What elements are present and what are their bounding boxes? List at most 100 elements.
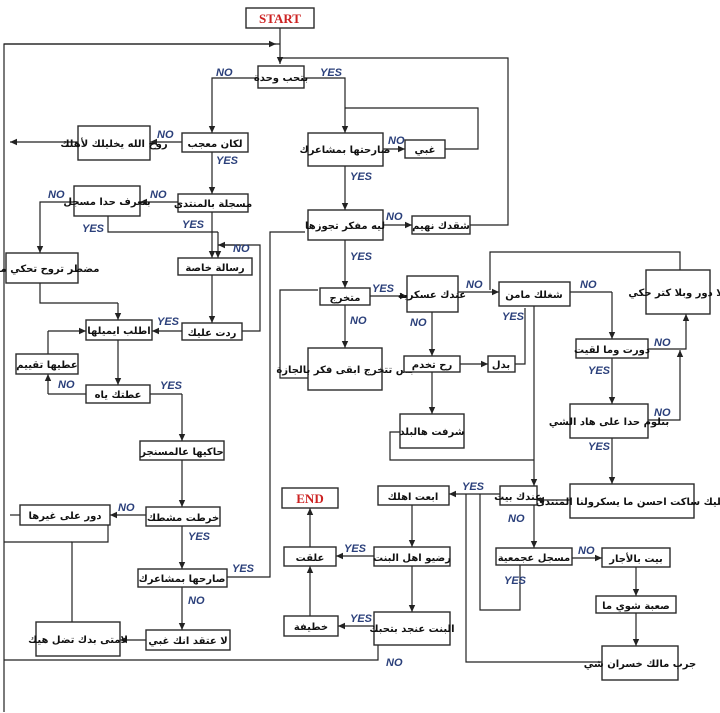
- node-no-role: يلا دور وبلا كتر حكي: [628, 269, 720, 315]
- svg-text:البنت عنجد بتحبك: البنت عنجد بتحبك: [369, 624, 454, 635]
- node-need-money: جرب مالك خسران شي: [584, 645, 696, 681]
- label-yes: YES: [350, 613, 373, 625]
- node-searched: دورت وما لقيت: [574, 338, 650, 359]
- svg-text:علقت: علقت: [296, 553, 325, 564]
- label-yes: YES: [232, 563, 255, 575]
- edge-labels: NO YES NO YES NO NO YES YES NO YES NO YE…: [48, 67, 671, 669]
- svg-text:بتحب وحدة: بتحب وحدة: [254, 73, 308, 84]
- node-loves-unity: بتحب وحدة: [254, 65, 308, 89]
- label-no: NO: [508, 513, 525, 525]
- node-doubt-dumb: شقدك نهيم: [411, 215, 471, 235]
- svg-text:لا عتقد انك غبي: لا عتقد انك غبي: [148, 636, 227, 647]
- svg-text:رسالة خاصة: رسالة خاصة: [185, 263, 245, 274]
- svg-text:شغلك مامن: شغلك مامن: [505, 290, 563, 301]
- end-label: END: [296, 491, 323, 506]
- label-yes: YES: [157, 316, 180, 328]
- label-yes: YES: [160, 380, 183, 392]
- svg-text:رح تخدم: رح تخدم: [412, 360, 453, 371]
- label-yes: YES: [188, 531, 211, 543]
- svg-text:صارحتها بمشاعرك: صارحتها بمشاعرك: [300, 145, 391, 156]
- node-blame-self: لامتى بدك تضل هيك: [28, 621, 128, 657]
- node-house: عندك بيت: [494, 485, 542, 506]
- node-talked-msn: حاكيها عالمسنجر: [139, 440, 225, 461]
- node-hard-bit: صعبة شوي ما: [595, 595, 677, 614]
- node-know-someone: بتعرف حدا مسجل: [63, 185, 151, 217]
- svg-text:عطيها تقييم: عطيها تقييم: [16, 360, 77, 371]
- node-engaged: علقت: [283, 546, 337, 567]
- label-no: NO: [578, 545, 595, 557]
- svg-text:حاكيها عالمسنجر: حاكيها عالمسنجر: [139, 447, 223, 458]
- node-stay-silent: خليك ساكت احسن ما يسكرولنا المنتدى: [536, 483, 720, 519]
- svg-text:عطتك ياه: عطتك ياه: [95, 390, 142, 401]
- node-girl-loves: البنت عنجد بتحبك: [369, 611, 455, 646]
- node-dont-think-dumb: لا عتقد انك غبي: [145, 629, 231, 651]
- label-yes: YES: [82, 223, 105, 235]
- svg-text:لامتى بدك تضل هيك: لامتى بدك تضل هيك: [28, 635, 128, 646]
- label-yes: YES: [372, 283, 395, 295]
- svg-text:غبي: غبي: [414, 145, 435, 156]
- label-yes: YES: [182, 219, 205, 231]
- svg-text:متخرج: متخرج: [330, 293, 361, 304]
- label-yes: YES: [502, 311, 525, 323]
- svg-text:خرطت مشطك: خرطت مشطك: [147, 513, 219, 524]
- svg-text:خليك ساكت احسن ما يسكرولنا الم: خليك ساكت احسن ما يسكرولنا المنتدى: [536, 497, 720, 508]
- svg-text:دور على غيرها: دور على غيرها: [29, 511, 102, 522]
- node-car-reg: مسجل عجمعية: [495, 547, 573, 566]
- label-yes: YES: [350, 251, 373, 263]
- node-forum-reg: مسجلة بالمنتدى: [174, 193, 252, 213]
- node-rent-house: بيت بالأجار: [601, 547, 671, 568]
- node-blame-someone: بتلوم حدا على هاد الشي: [549, 403, 669, 439]
- svg-text:بس تتخرج ابقى فكر بالجازة: بس تتخرج ابقى فكر بالجازة: [276, 365, 413, 376]
- node-look-another: دور على غيرها: [19, 504, 111, 526]
- svg-text:ردت عليك: ردت عليك: [188, 328, 237, 339]
- svg-text:دورت وما لقيت: دورت وما لقيت: [574, 345, 650, 356]
- svg-text:بدل: بدل: [492, 360, 510, 371]
- node-forced: مضطر تروح تحكي معها: [0, 252, 99, 284]
- svg-text:بتعرف حدا مسجل: بتعرف حدا مسجل: [63, 197, 150, 208]
- label-no: NO: [386, 657, 403, 669]
- node-engagement: خطيفة: [283, 615, 339, 637]
- label-yes: YES: [504, 575, 527, 587]
- node-military: عندك عسكرية: [398, 275, 466, 313]
- label-no: NO: [466, 279, 483, 291]
- node-but-liked: لكان معجب: [181, 132, 249, 153]
- label-yes: YES: [462, 481, 485, 493]
- svg-text:صارحها بمشاعرك: صارحها بمشاعرك: [139, 574, 226, 585]
- node-confessed: صارحتها بمشاعرك: [300, 132, 391, 167]
- node-went-sentimental: خرطت مشطك: [145, 506, 221, 527]
- svg-text:شقدك نهيم: شقدك نهيم: [412, 221, 470, 232]
- label-no: NO: [157, 129, 174, 141]
- connectors: [3, 28, 690, 712]
- svg-text:مسجلة بالمنتدى: مسجلة بالمنتدى: [174, 199, 252, 210]
- nodes: START END بتحب وحدة لكان معجب روح الله ي…: [0, 7, 720, 681]
- node-private-msg: رسالة خاصة: [177, 257, 253, 276]
- label-yes: YES: [320, 67, 343, 79]
- label-no: NO: [410, 317, 427, 329]
- node-confessed2: صارحها بمشاعرك: [137, 568, 228, 588]
- svg-text:جرب مالك خسران شي: جرب مالك خسران شي: [584, 659, 696, 670]
- node-job-secure: شغلك مامن: [498, 281, 571, 307]
- label-yes: YES: [588, 365, 611, 377]
- node-give-rating: عطيها تقييم: [15, 353, 79, 375]
- svg-text:عندك بيت: عندك بيت: [494, 492, 542, 503]
- svg-text:رضيو اهل البنت: رضيو اهل البنت: [373, 553, 451, 564]
- node-after-grad: بس تتخرج ابقى فكر بالجازة: [276, 347, 414, 391]
- node-why-marry: ليه مفكر تجوزها: [305, 209, 385, 241]
- start-label: START: [259, 11, 301, 26]
- start-node: START: [245, 7, 315, 29]
- node-replied: ردت عليك: [181, 322, 243, 341]
- node-honored: شرفت هالبلد: [399, 413, 465, 449]
- label-yes: YES: [588, 441, 611, 453]
- svg-text:مضطر تروح تحكي معها: مضطر تروح تحكي معها: [0, 264, 99, 275]
- node-go-serve: رح تخدم: [403, 355, 461, 373]
- label-no: NO: [350, 315, 367, 327]
- node-substitute: بدل: [487, 355, 516, 373]
- svg-text:مسجل عجمعية: مسجل عجمعية: [498, 553, 571, 564]
- label-no: NO: [233, 243, 250, 255]
- svg-text:روح الله يخليلك لأهلك: روح الله يخليلك لأهلك: [60, 137, 167, 150]
- label-no: NO: [388, 135, 405, 147]
- end-node: END: [281, 487, 339, 509]
- label-no: NO: [580, 279, 597, 291]
- label-yes: YES: [344, 543, 367, 555]
